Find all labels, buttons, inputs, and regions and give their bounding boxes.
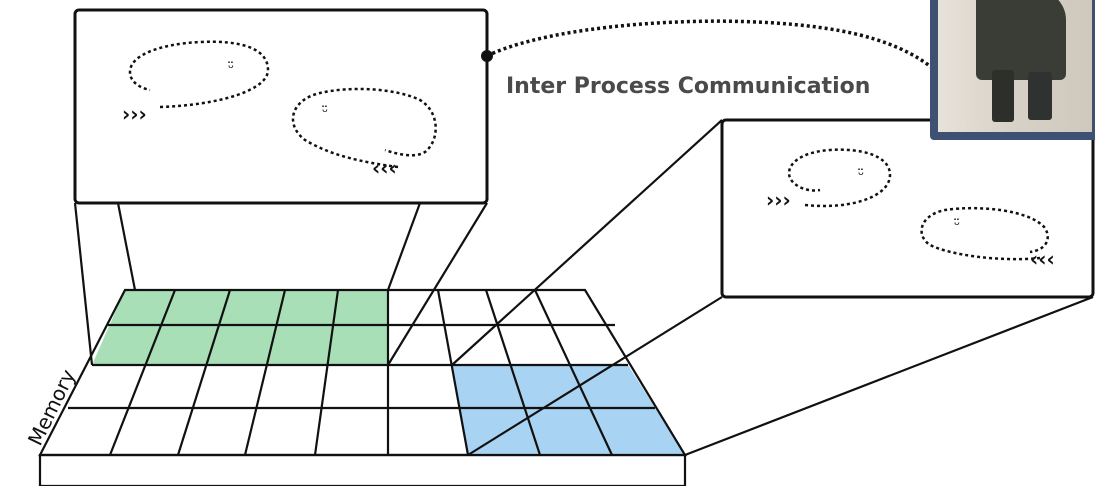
thread-loop-3	[787, 148, 892, 208]
video-overlay	[930, 0, 1095, 140]
process-b-window: ››› ᵕ̈ ‹‹‹ ᵕ̈	[451, 118, 1095, 457]
person-video-thumbnail	[938, 0, 1092, 132]
ipc-label: Inter Process Communication	[506, 74, 870, 99]
smiley-face-icon: ᵕ̈	[322, 103, 328, 121]
ipc-connection	[481, 19, 942, 77]
memory-slab	[38, 453, 687, 486]
process-a-memory-region	[92, 290, 388, 365]
thread-2-entry-icon: ‹‹‹	[372, 156, 397, 180]
thread-1-entry-icon: ›››	[122, 102, 147, 126]
thread-loop-2	[291, 87, 437, 169]
smiley-face-icon: ᵕ̈	[228, 59, 234, 77]
smiley-face-icon: ᵕ̈	[858, 166, 864, 184]
process-b-memory-region	[452, 365, 685, 455]
process-a-window: ››› ᵕ̈ ‹‹‹ ᵕ̈	[73, 8, 489, 366]
thread-loop-4	[920, 206, 1049, 261]
smiley-face-icon: ᵕ̈	[954, 216, 960, 234]
thread-3-entry-icon: ›››	[766, 188, 791, 212]
thread-4-entry-icon: ‹‹‹	[1030, 247, 1055, 271]
